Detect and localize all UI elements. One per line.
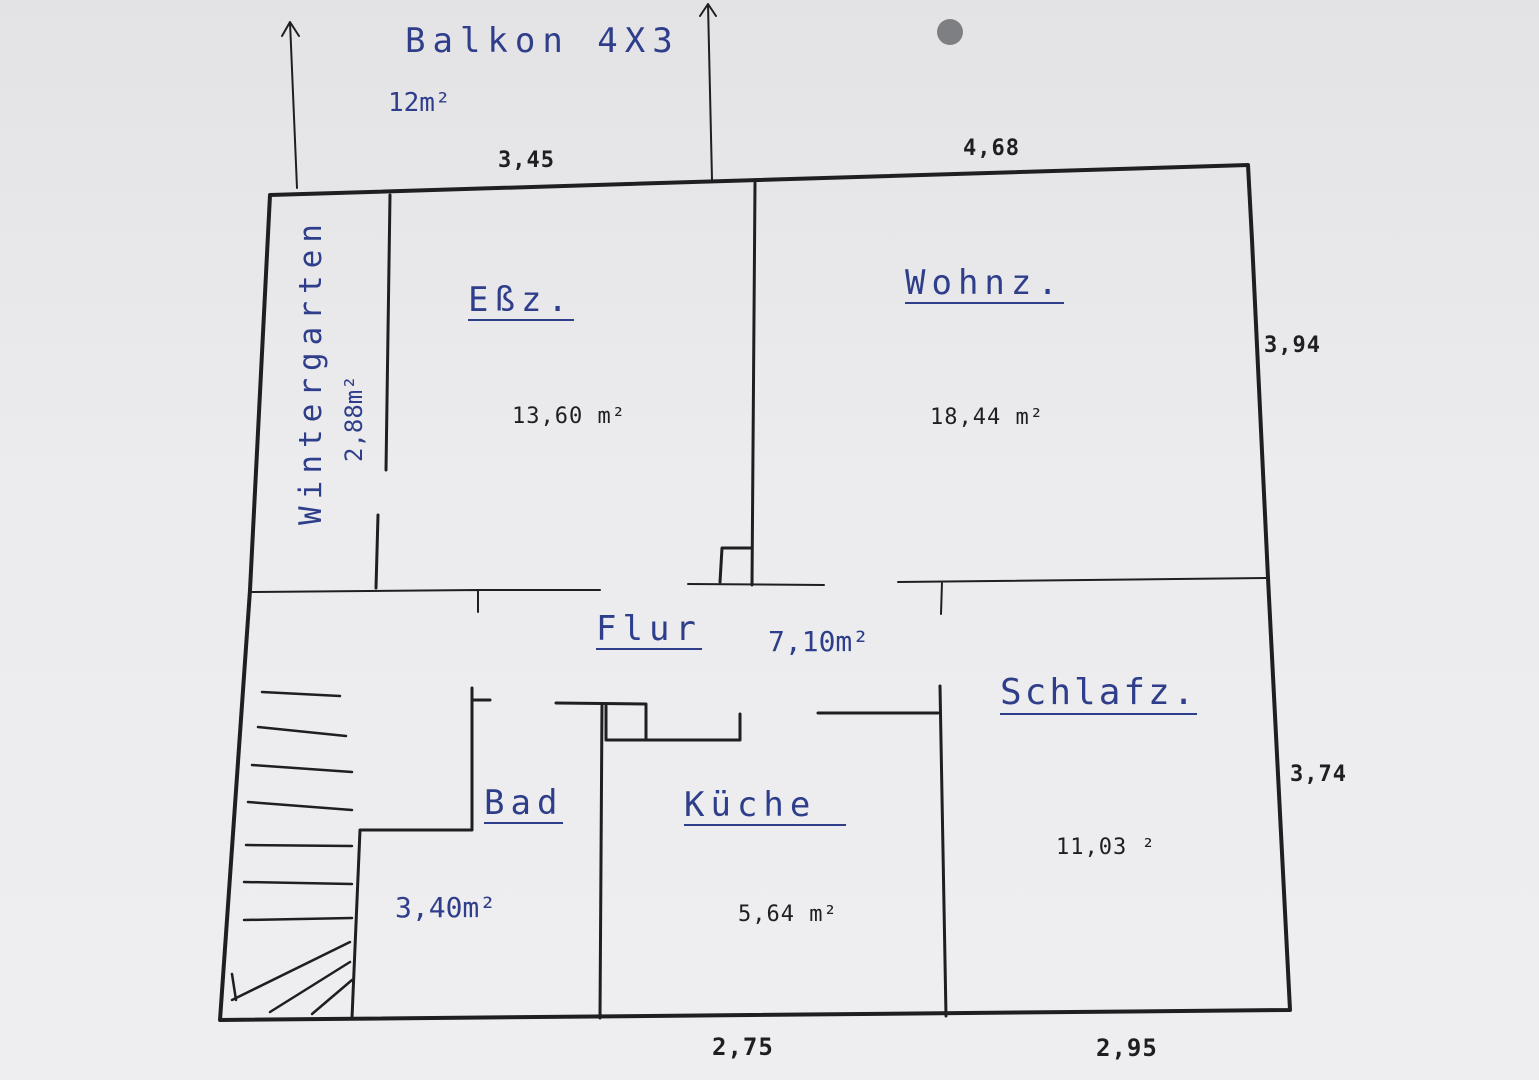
dimension-right-lower: 3,74: [1290, 762, 1347, 787]
wohnzimmer-name: Wohnz.: [905, 263, 1064, 304]
wohnzimmer-area: 18,44 m²: [930, 405, 1044, 430]
dimension-right-upper: 3,94: [1264, 333, 1321, 358]
balcony-area: 12m²: [388, 88, 451, 118]
chimney: [718, 546, 754, 584]
wintergarten-area: 2,88m²: [340, 375, 368, 462]
outer-wall: [218, 163, 1292, 1022]
balcony-arrow-right: [699, 3, 717, 181]
schlafzimmer-area: 11,03 ²: [1056, 835, 1156, 860]
dimension-bottom-right: 2,95: [1096, 1034, 1158, 1062]
shaft: [604, 704, 648, 742]
flur-name: Flur: [596, 609, 702, 650]
dimension-bottom-left: 2,75: [712, 1033, 774, 1061]
esszimmer-wohnzimmer-wall: [750, 181, 757, 587]
punch-hole: [937, 19, 963, 45]
upper-corridor-wall: [249, 577, 1267, 615]
wintergarten-wall: [374, 193, 392, 590]
staircase: [230, 690, 354, 1016]
flur-area: 7,10m²: [768, 625, 870, 658]
bad-wall: [350, 686, 742, 1020]
schlafzimmer-name: Schlafz.: [1000, 672, 1198, 715]
bad-area: 3,40m²: [395, 891, 497, 924]
bad-name: Bad: [484, 783, 564, 824]
balcony-arrow-left: [281, 21, 300, 189]
dimension-top-right: 4,68: [963, 136, 1020, 161]
dimension-top-left: 3,45: [498, 148, 555, 173]
bad-kueche-wall: [598, 702, 604, 1020]
esszimmer-area: 13,60 m²: [512, 404, 626, 429]
kueche-schlafzimmer-wall: [816, 684, 948, 1018]
kueche-area: 5,64 m²: [738, 902, 838, 927]
balcony-title: Balkon 4X3: [405, 21, 680, 61]
esszimmer-name: Eßz.: [468, 280, 574, 321]
kueche-name: Küche: [684, 788, 847, 826]
wintergarten-name: Wintergarten: [293, 217, 329, 525]
